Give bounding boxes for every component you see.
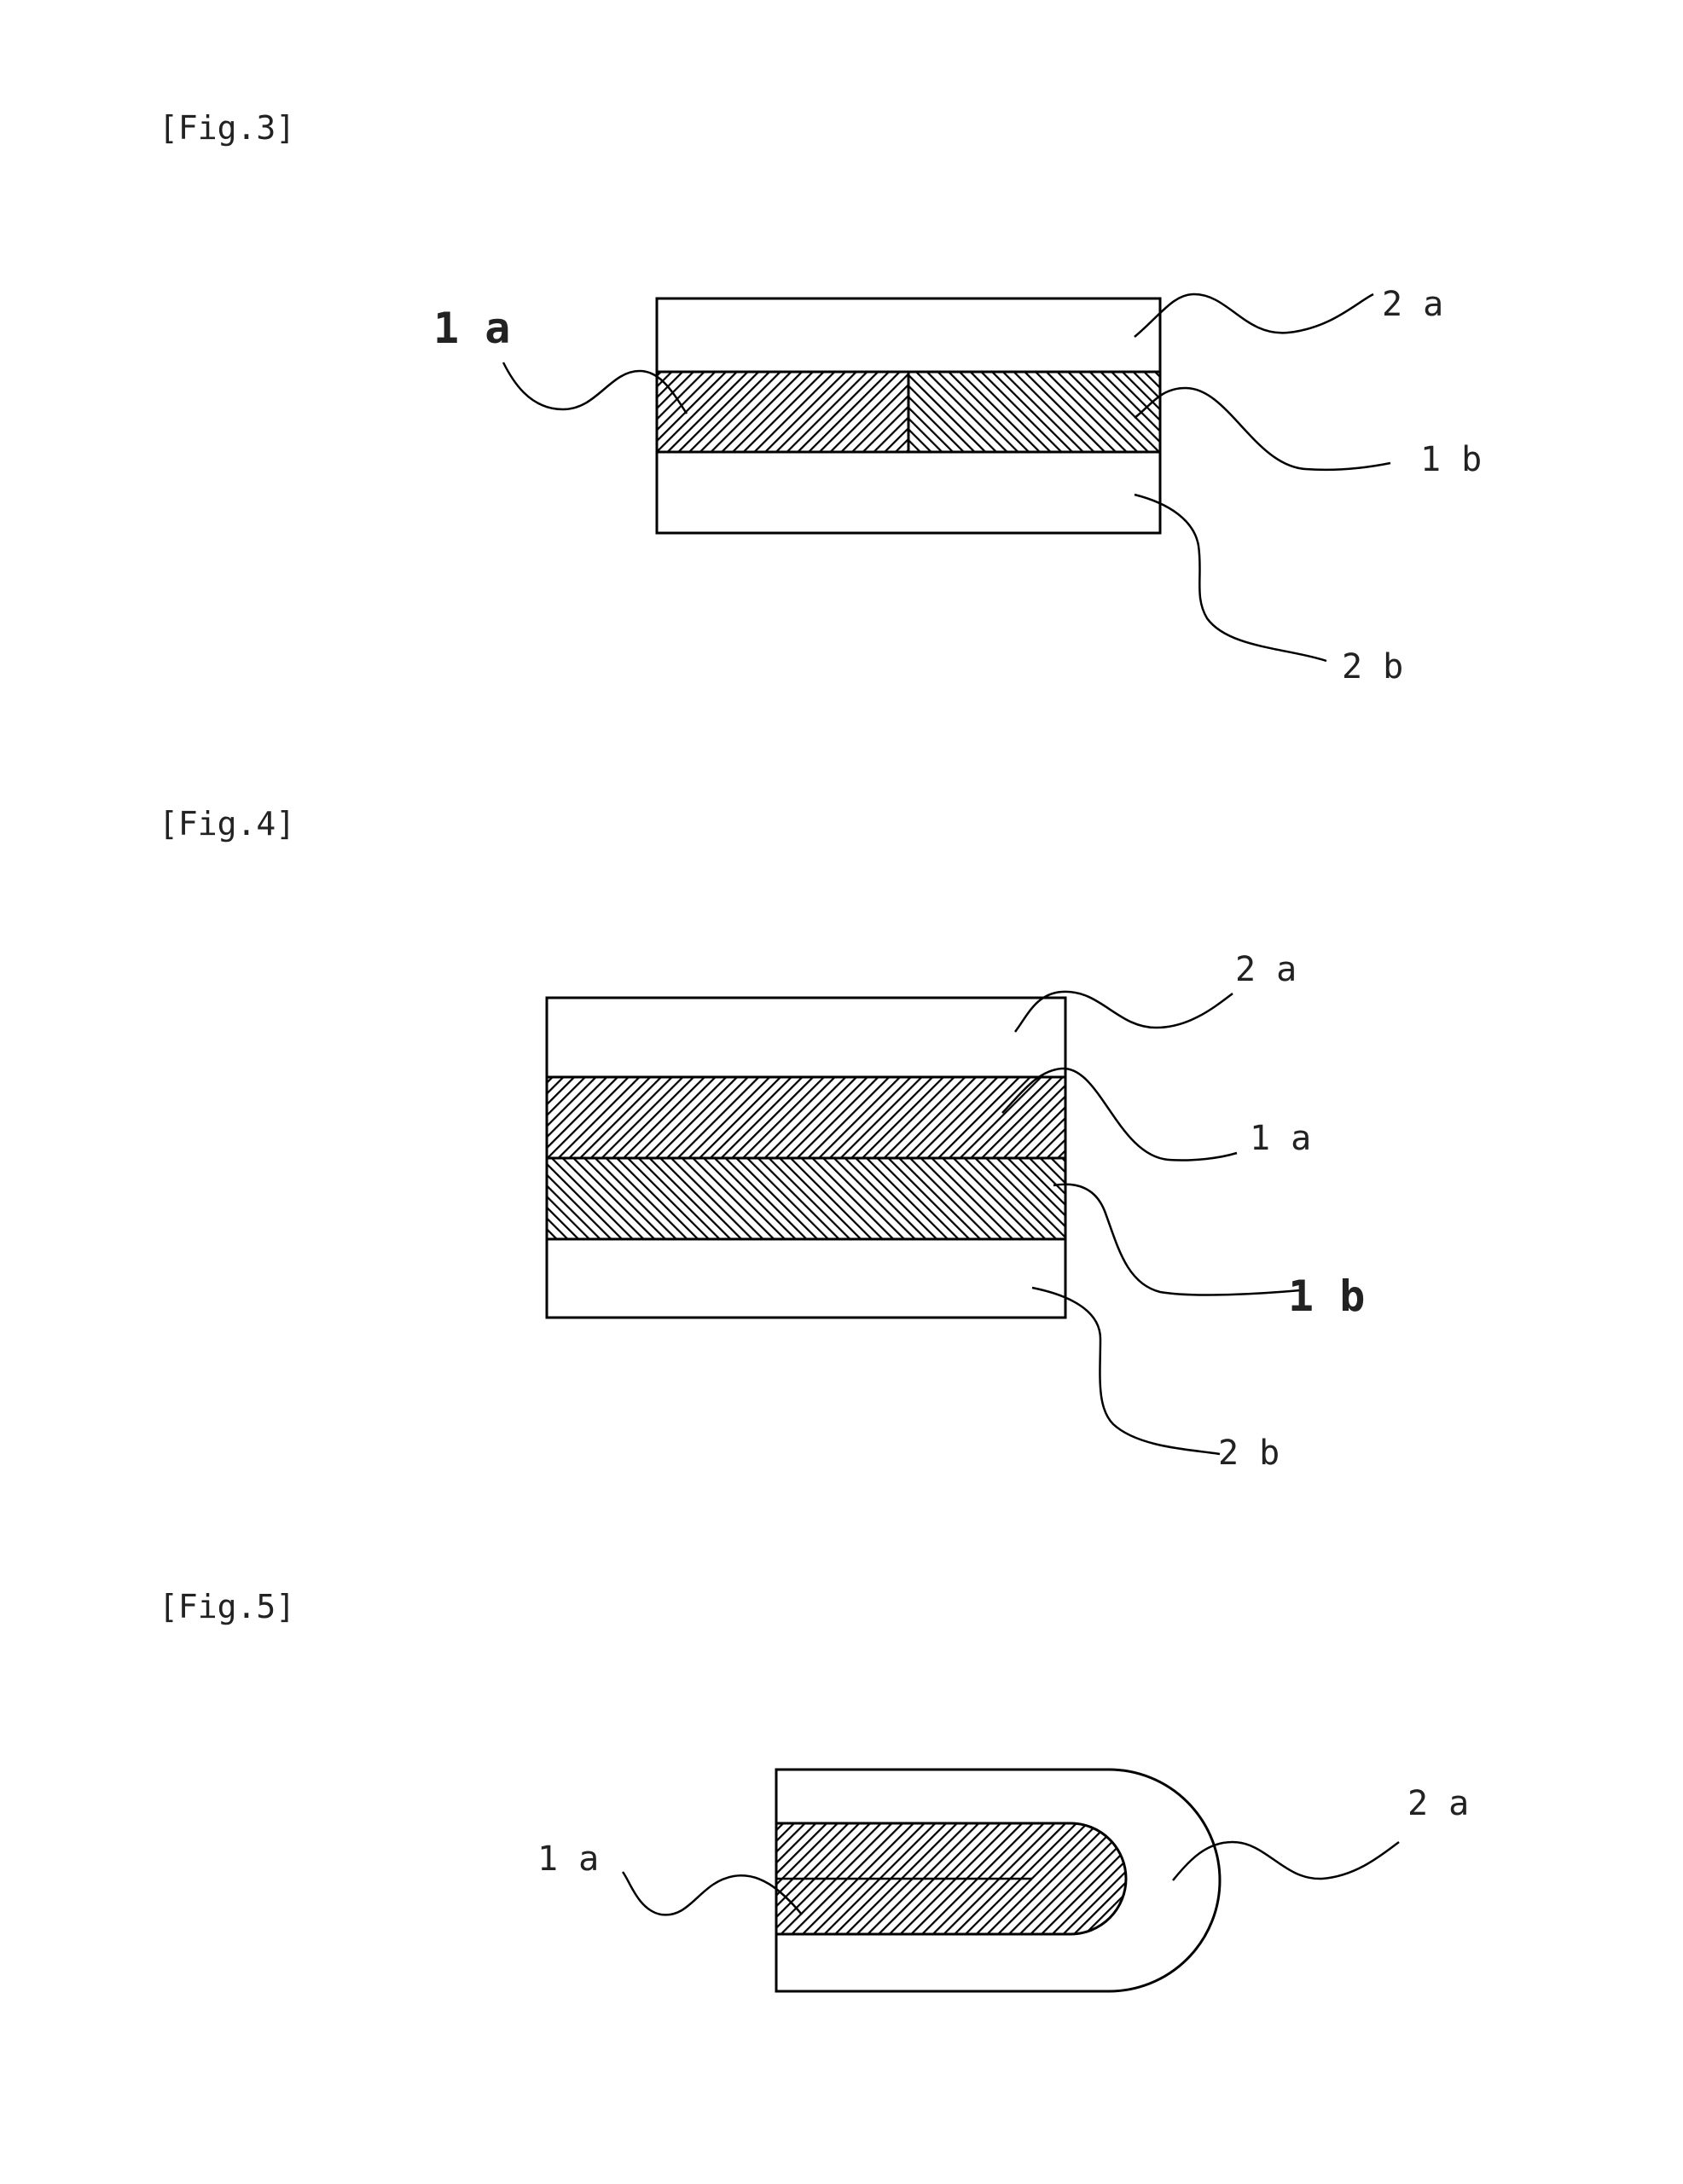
fig3-leader-2b [1134,493,1327,663]
fig3-leader-1b [1134,386,1391,472]
fig5-label-2a: 2 a [1407,1784,1469,1823]
figure-3-caption: [Fig.3] [159,109,295,147]
figure-3: [Fig.3] 2 a 1 a 1 b 2 b [159,109,1482,686]
fig3-label-2b: 2 b [1342,647,1403,686]
fig4-label-2a: 2 a [1235,950,1297,989]
fig4-label-1b: 1 b [1288,1272,1365,1321]
fig4-leader-2b [1031,1286,1221,1456]
fig3-label-2a: 2 a [1382,285,1443,324]
fig5-leader-1a [621,1871,803,1916]
figure-5-caption: [Fig.5] [159,1588,295,1625]
fig4-leader-1a [1001,1067,1238,1162]
fig4-label-2b: 2 b [1218,1434,1280,1473]
figure-4: [Fig.4] 2 a 1 a 1 b 2 b [159,805,1365,1473]
fig3-layer-1b [907,370,1162,454]
fig3-leader-2a [1134,293,1374,338]
fig3-label-1a: 1 a [433,304,510,353]
fig5-leader-2a [1172,1840,1400,1881]
fig4-label-1a: 1 a [1250,1119,1311,1158]
fig4-layer-1b [545,1156,1067,1241]
fig4-layer-1a [545,1075,1067,1160]
fig4-leader-1b [1053,1183,1302,1296]
fig3-label-1b: 1 b [1420,440,1482,479]
fig5-label-1a: 1 a [537,1839,599,1879]
figure-4-caption: [Fig.4] [159,805,295,843]
fig3-layer-1a [655,370,910,454]
fig4-leader-2a [1013,990,1233,1033]
figure-5: [Fig.5] 1 a 2 a [159,1588,1469,1993]
fig3-leader-1a [502,362,688,414]
